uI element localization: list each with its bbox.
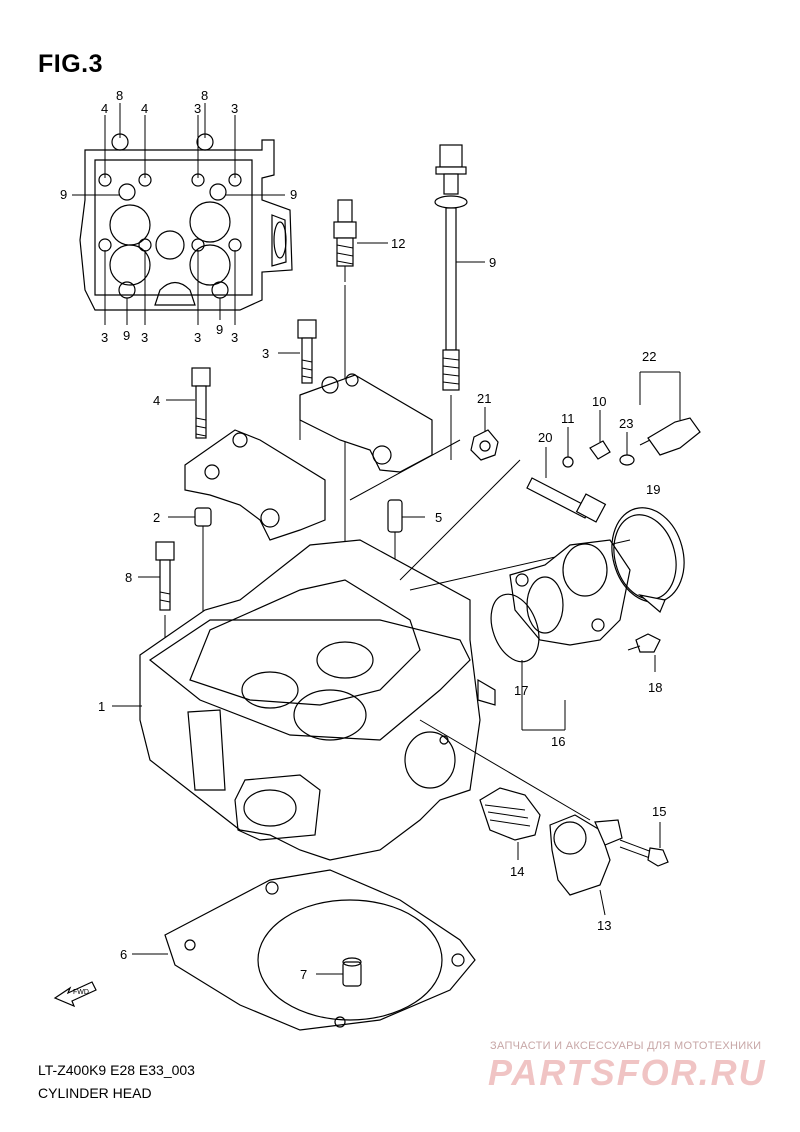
- nut: [470, 429, 499, 461]
- temperature-sensor: [639, 417, 701, 456]
- inset-label-3b: 3: [231, 101, 238, 116]
- callout-20: 20: [538, 430, 552, 445]
- dowel-pin: [194, 507, 212, 527]
- inset-label-9d: 9: [216, 322, 223, 337]
- inset-label-8b: 8: [201, 88, 208, 103]
- inset-label-3d: 3: [141, 330, 148, 345]
- small-bolt: [589, 440, 611, 460]
- callout-1: 1: [98, 699, 105, 714]
- thermostat: [479, 787, 541, 841]
- callout-13: 13: [597, 918, 611, 933]
- inset-label-4a: 4: [101, 101, 108, 116]
- inset-label-3e: 3: [194, 330, 201, 345]
- inset-label-8a: 8: [116, 88, 123, 103]
- clamp-bolt: [627, 633, 661, 653]
- model-code: LT-Z400K9 E28 E33_003: [38, 1062, 195, 1078]
- inset-label-3c: 3: [101, 330, 108, 345]
- callout-18: 18: [648, 680, 662, 695]
- spark-plug: [333, 199, 357, 282]
- head-top-view-inset: [79, 133, 293, 311]
- callout-22: 22: [642, 349, 656, 364]
- callout-16: 16: [551, 734, 565, 749]
- gasket-dowel: [342, 957, 362, 987]
- callout-10: 10: [592, 394, 606, 409]
- callout-12: 12: [391, 236, 405, 251]
- callout-6: 6: [120, 947, 127, 962]
- callout-14: 14: [510, 864, 524, 879]
- bolt-4: [191, 367, 211, 439]
- inset-label-3a: 3: [194, 101, 201, 116]
- callout-15: 15: [652, 804, 666, 819]
- camshaft-holder-front: [184, 429, 326, 541]
- watermark-logo: PARTSFOR.RU: [488, 1052, 767, 1093]
- fwd-label: FWD: [73, 989, 89, 996]
- callout-23: 23: [619, 416, 633, 431]
- bolt-8: [155, 541, 175, 611]
- inset-labels: 8 8 4 4 3 3 9 9 3 9 3 3 9 3: [60, 88, 297, 345]
- callout-9: 9: [489, 255, 496, 270]
- callout-21: 21: [477, 391, 491, 406]
- fwd-arrow: FWD: [53, 981, 97, 1008]
- callout-4: 4: [153, 393, 160, 408]
- callout-2: 2: [153, 510, 160, 525]
- intake-bolt: [526, 477, 607, 523]
- thermostat-housing: [549, 814, 623, 896]
- housing-bolt: [619, 839, 669, 867]
- watermark-tagline: ЗАПЧАСТИ И АКСЕССУАРЫ ДЛЯ МОТОТЕХНИКИ: [490, 1040, 762, 1052]
- inset-label-9-right: 9: [290, 187, 297, 202]
- callout-17: 17: [514, 683, 528, 698]
- section-name: CYLINDER HEAD: [38, 1085, 152, 1101]
- long-bolt: [434, 144, 468, 391]
- washer: [562, 456, 574, 468]
- intake-clamp: [611, 507, 685, 613]
- inset-label-9c: 9: [123, 328, 130, 343]
- inset-label-3f: 3: [231, 330, 238, 345]
- callout-11: 11: [561, 411, 575, 426]
- valve-guide: [387, 499, 403, 533]
- camshaft-holder-rear: [299, 373, 433, 473]
- figure-title: FIG.3: [38, 50, 104, 78]
- inset-leaders: [72, 103, 285, 325]
- cylinder-head-body: [139, 539, 496, 861]
- callout-7: 7: [300, 967, 307, 982]
- intake-o-ring: [490, 593, 540, 663]
- callout-3: 3: [262, 346, 269, 361]
- callout-19: 19: [646, 482, 660, 497]
- callout-5: 5: [435, 510, 442, 525]
- inset-label-9-left: 9: [60, 187, 67, 202]
- inset-label-4b: 4: [141, 101, 148, 116]
- cylinder-head-gasket: [164, 869, 476, 1031]
- callout-labels: 1 2 3 4 5 6 7 8 9 10 11 12 13 14 15 16 1…: [98, 236, 666, 982]
- bolt-3: [297, 319, 317, 384]
- callout-8: 8: [125, 570, 132, 585]
- sensor-o-ring: [619, 454, 635, 466]
